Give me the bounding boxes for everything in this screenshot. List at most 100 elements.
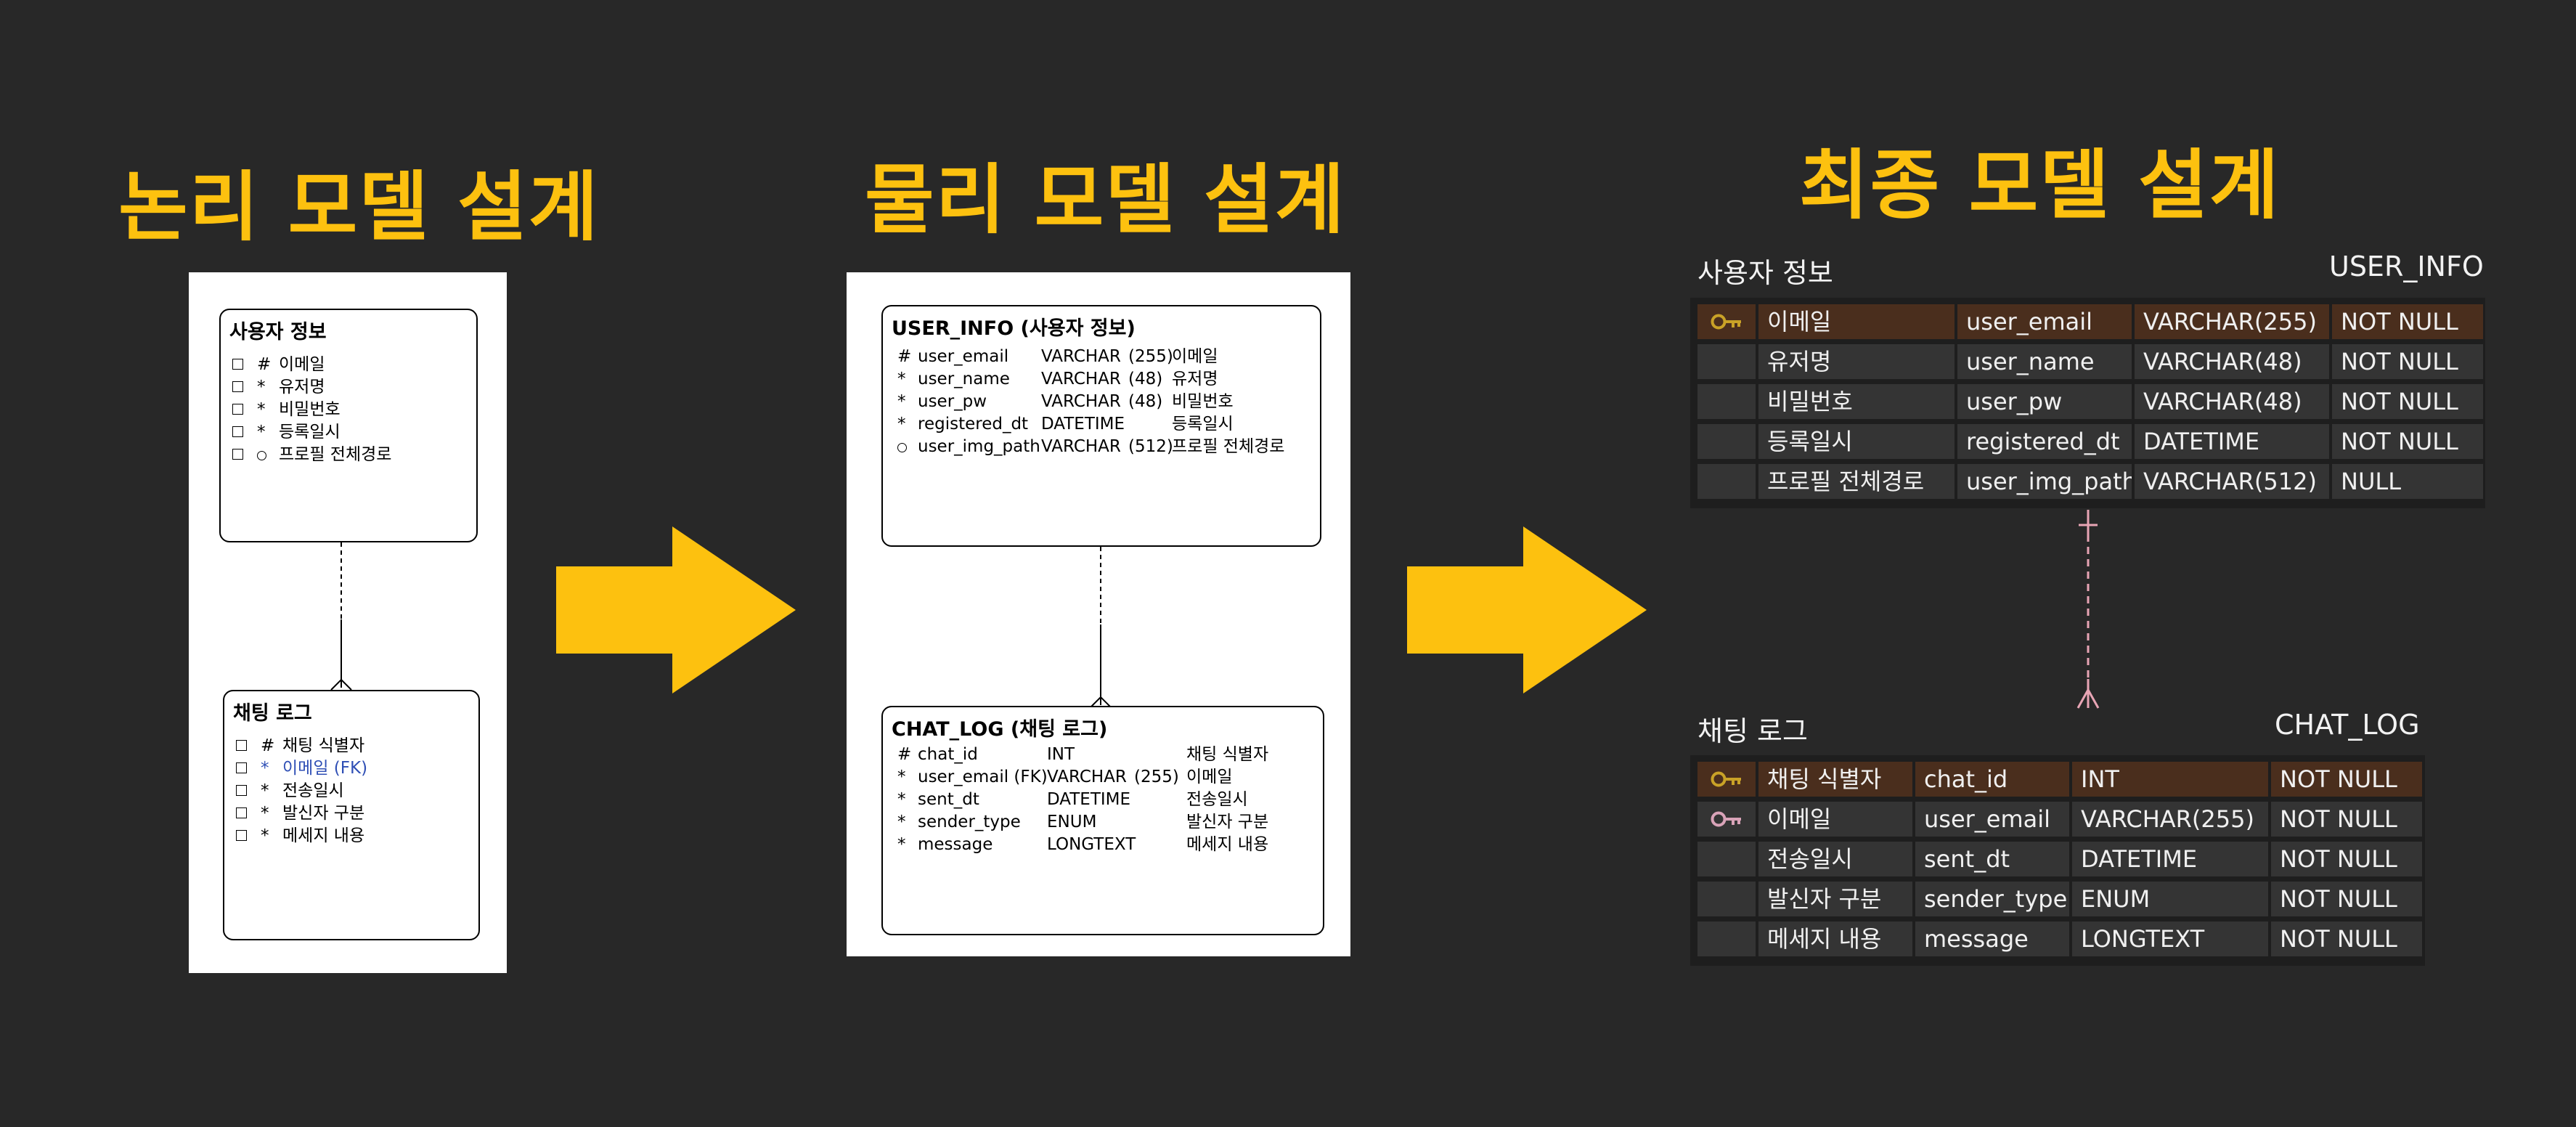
- mandatory-marker: *: [257, 400, 266, 419]
- logical-entity-chat: 채팅 로그 #채팅 식별자*이메일 (FK)*전송일시*발신자 구분*메세지 내…: [223, 690, 480, 940]
- data-type: VARCHAR: [1047, 768, 1127, 786]
- data-length: (255): [1134, 768, 1179, 786]
- key-cell: [1697, 424, 1756, 459]
- key-cell: [1697, 384, 1756, 419]
- key-cell: [1697, 921, 1756, 956]
- cell-type: LONGTEXT: [2072, 921, 2268, 956]
- arrow-right-icon: [556, 526, 796, 693]
- mandatory-marker: *: [897, 392, 906, 411]
- cell-col: registered_dt: [1957, 424, 2132, 459]
- cell-nullability: NOT NULL: [2332, 304, 2483, 339]
- relationship-line: [1090, 547, 1112, 708]
- mandatory-marker: *: [261, 804, 269, 823]
- attribute-description: 이메일: [1186, 768, 1233, 786]
- crows-foot-icon: [1090, 696, 1112, 708]
- attribute-name: 메세지 내용: [282, 826, 365, 845]
- final-model-title: 최종 모델 설계: [1799, 141, 2281, 229]
- cell-nullability: NOT NULL: [2271, 882, 2422, 916]
- optional-marker-icon: [897, 443, 907, 452]
- cell-type: VARCHAR(48): [2135, 384, 2329, 419]
- mandatory-marker: *: [897, 790, 906, 809]
- checkbox-icon: [232, 404, 243, 415]
- data-type: VARCHAR: [1041, 370, 1121, 388]
- cell-nullability: NOT NULL: [2332, 344, 2483, 379]
- primary-key-marker: #: [897, 745, 912, 764]
- cell-type: VARCHAR(512): [2135, 464, 2329, 499]
- attribute-name: 채팅 식별자: [282, 736, 365, 755]
- cell-type: VARCHAR(255): [2072, 802, 2268, 837]
- cell-name: 프로필 전체경로: [1758, 464, 1955, 499]
- cell-type: DATETIME: [2072, 842, 2268, 876]
- primary-key-marker: #: [261, 736, 275, 755]
- cell-nullability: NOT NULL: [2271, 802, 2422, 837]
- checkbox-icon: [236, 785, 247, 796]
- entity-title: CHAT_LOG (채팅 로그): [892, 718, 1108, 741]
- cell-col: chat_id: [1915, 762, 2069, 797]
- attribute-description: 유저명: [1172, 370, 1218, 388]
- key-cell: [1697, 842, 1756, 876]
- cell-name: 채팅 식별자: [1758, 762, 1912, 797]
- cell-type: VARCHAR(48): [2135, 344, 2329, 379]
- attribute-row: # 채팅 식별자: [224, 735, 464, 757]
- attribute-description: 발신자 구분: [1186, 813, 1269, 831]
- cell-col: sent_dt: [1915, 842, 2069, 876]
- attribute-description: 전송일시: [1186, 790, 1248, 809]
- column-name: user_name: [918, 370, 1010, 388]
- chat-table-title-en: CHAT_LOG: [2275, 709, 2420, 741]
- attribute-description: 등록일시: [1172, 415, 1234, 434]
- cell-col: user_pw: [1957, 384, 2132, 419]
- cell-name: 유저명: [1758, 344, 1955, 379]
- mandatory-marker: *: [257, 378, 266, 396]
- cell-name: 발신자 구분: [1758, 882, 1912, 916]
- cell-type: INT: [2072, 762, 2268, 797]
- primary-key-marker: #: [257, 355, 272, 374]
- data-type: VARCHAR: [1041, 347, 1121, 366]
- attribute-description: 이메일: [1172, 347, 1218, 366]
- cell-nullability: NOT NULL: [2332, 424, 2483, 459]
- crows-foot-icon: [330, 678, 352, 691]
- attribute-row: * user_email (FK)VARCHAR (255) 이메일: [883, 766, 1311, 788]
- data-length: (255): [1128, 347, 1173, 366]
- checkbox-icon: [232, 381, 243, 392]
- cell-col: user_name: [1957, 344, 2132, 379]
- cell-type: ENUM: [2072, 882, 2268, 916]
- checkbox-icon: [236, 762, 247, 773]
- cell-col: user_email: [1915, 802, 2069, 837]
- mandatory-marker: *: [897, 370, 906, 388]
- data-type: DATETIME: [1041, 415, 1125, 434]
- data-type: VARCHAR: [1041, 437, 1121, 456]
- attribute-description: 프로필 전체경로: [1172, 437, 1285, 456]
- attribute-name: 비밀번호: [279, 400, 341, 419]
- mandatory-marker: *: [897, 768, 906, 786]
- cell-col: sender_type: [1915, 882, 2069, 916]
- attribute-description: 메세지 내용: [1186, 835, 1269, 854]
- cell-name: 이메일: [1758, 304, 1955, 339]
- attribute-row: *전송일시: [224, 780, 464, 802]
- primary-key-icon: [1697, 304, 1756, 339]
- logical-model-title: 논리 모델 설계: [118, 163, 600, 251]
- checkbox-icon: [232, 449, 243, 460]
- mandatory-marker: *: [261, 759, 269, 778]
- cell-type: DATETIME: [2135, 424, 2329, 459]
- column-name: user_email (FK): [918, 768, 1048, 786]
- attribute-name: 전송일시: [282, 781, 344, 800]
- attribute-name: 프로필 전체경로: [279, 445, 392, 464]
- crows-foot-icon: [2076, 687, 2100, 709]
- attribute-row: *발신자 구분: [224, 802, 464, 824]
- column-name: user_pw: [918, 392, 987, 411]
